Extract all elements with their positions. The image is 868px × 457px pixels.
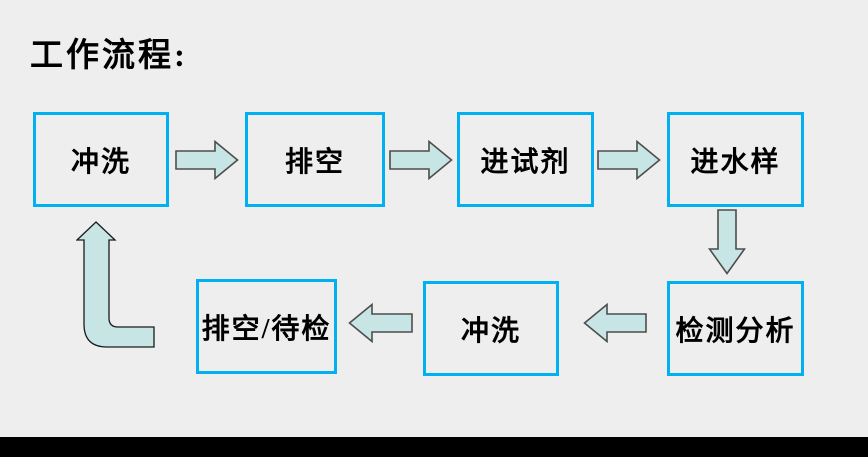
flow-step-analysis: 检测分析 xyxy=(667,281,804,376)
arrow-right-icon xyxy=(389,140,453,180)
flow-step-rinse: 冲洗 xyxy=(33,112,169,207)
page-title: 工作流程: xyxy=(30,38,188,74)
flow-step-rinse-2-label: 冲洗 xyxy=(460,315,521,347)
flow-step-analysis-label: 检测分析 xyxy=(675,315,796,347)
flow-step-reagent-in-label: 进试剂 xyxy=(480,146,571,178)
arrow-bent-up-icon xyxy=(76,221,155,348)
arrow-left-icon xyxy=(583,303,647,343)
arrow-right-icon xyxy=(175,140,239,180)
arrow-right-icon xyxy=(597,140,661,180)
arrow-down-icon xyxy=(708,209,746,275)
flow-step-rinse-2: 冲洗 xyxy=(423,281,559,376)
arrow-left-icon xyxy=(348,303,413,343)
flow-step-drain-standby: 排空/待检 xyxy=(196,279,337,374)
flow-step-reagent-in: 进试剂 xyxy=(457,112,594,207)
flow-step-rinse-label: 冲洗 xyxy=(70,146,131,178)
bottom-black-bar xyxy=(0,437,868,457)
flow-step-sample-in-label: 进水样 xyxy=(690,146,781,178)
flow-step-drain-standby-label: 排空/待检 xyxy=(201,313,332,345)
flow-step-sample-in: 进水样 xyxy=(667,112,804,207)
flow-step-drain-label: 排空 xyxy=(284,146,345,178)
flow-step-drain: 排空 xyxy=(245,112,385,207)
